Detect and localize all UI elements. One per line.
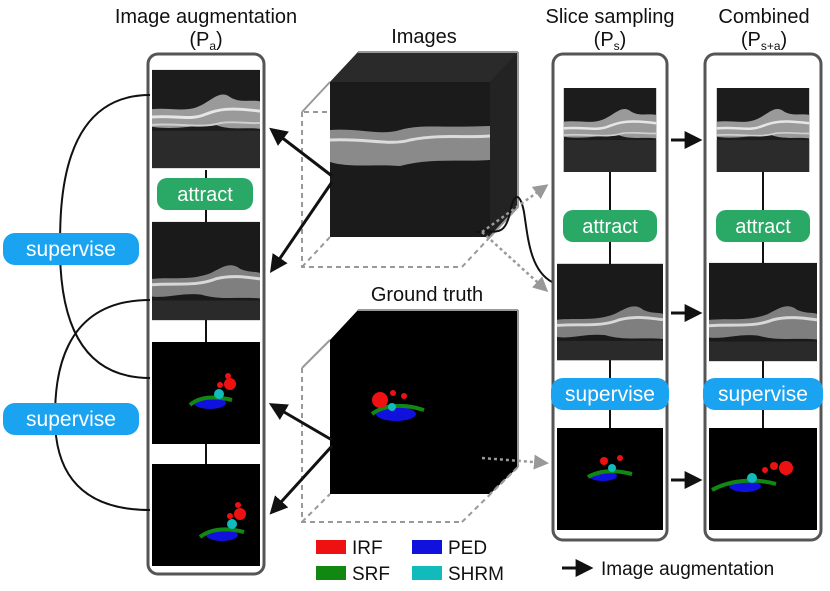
panel-slice-sampling [551,52,669,542]
param-close: ) [781,29,788,51]
attract-pill-combined-bg [716,210,810,242]
attract-pill-left: attract [157,178,253,210]
gt-mask-original [152,342,260,444]
header-combined-param: (Ps+a) [741,29,787,53]
attract-pill-combined: attract [716,210,810,242]
legend-item-shrm: SHRM [412,564,504,585]
aug-arrow-gt-top [268,403,333,442]
param-sub: s+a [761,39,781,53]
gt-mask-combined [709,428,817,530]
gt-mask-augmented [152,464,260,566]
legend-arrow-label: Image augmentation [601,559,774,580]
header-image-augmentation: Image augmentation (Pa) [115,6,297,53]
attract-pill-combined-label: attract [735,216,791,238]
param-close: ) [620,29,627,51]
legend-item-srf: SRF [316,564,390,585]
aug-arrow-gt-bottom [269,444,334,515]
supervise-pill-left-top: supervise [3,233,139,265]
header-combined: Combined (Ps+a) [718,6,809,53]
images-cube [301,51,519,268]
attract-pill-slice-bg [563,210,657,242]
legend: IRF PED SRF SHRM [316,538,504,585]
header-image-augmentation-param: (Pa) [189,29,222,53]
header-slice-sampling-param: (Ps) [594,29,627,53]
legend-swatch-srf [316,566,346,580]
legend-swatch-shrm [412,566,442,580]
supervise-pill-left-bottom: supervise [3,403,139,435]
legend-label-irf: IRF [352,538,383,559]
attract-pill-left-bg [157,178,253,210]
supervise-pill-left-top-bg [3,233,139,265]
header-slice-sampling-title: Slice sampling [546,6,675,28]
ground-truth-cube [301,309,519,523]
header-images: Images [391,26,457,48]
param-open: (P [189,29,209,51]
param-close: ) [216,29,223,51]
param-sub: s [614,39,620,53]
supervise-pill-combined-label: supervise [718,383,808,406]
legend-item-ped: PED [412,538,487,559]
param-sub: a [209,39,216,53]
supervise-pill-combined: supervise [703,378,823,410]
attract-pill-left-label: attract [177,184,233,206]
legend-arrow-item: Image augmentation [562,559,774,580]
supervise-pill-slice-label: supervise [565,383,655,406]
supervise-pill-left-bottom-label: supervise [26,408,116,431]
supervise-pill-slice: supervise [551,378,669,410]
param-open: (P [741,29,761,51]
header-combined-title: Combined [718,6,809,28]
supervise-pill-left-top-label: supervise [26,238,116,261]
header-ground-truth: Ground truth [371,284,483,306]
sampling-distribution-curve [475,196,553,283]
oct-slice-sampled-1 [562,88,658,172]
panel-combined [703,52,823,542]
legend-swatch-ped [412,540,442,554]
oct-slice-combined-2 [709,261,817,363]
legend-label-srf: SRF [352,564,390,585]
panel-image-augmentation [146,52,266,576]
aug-arrow-image-top [269,127,333,178]
header-slice-sampling: Slice sampling (Ps) [546,6,675,53]
oct-slice-combined-1 [715,88,811,172]
sampling-arrow-gt [481,454,549,470]
header-image-augmentation-title: Image augmentation [115,6,297,28]
supervise-pill-slice-bg [551,378,669,410]
sampling-arrow-top [481,184,549,234]
legend-label-ped: PED [448,538,487,559]
sampling-arrow-bottom [481,231,549,293]
gt-mask-sampled [557,428,663,530]
attract-pill-slice: attract [563,210,657,242]
attract-pill-slice-label: attract [582,216,638,238]
legend-swatch-irf [316,540,346,554]
supervise-pill-combined-bg [703,378,823,410]
param-open: (P [594,29,614,51]
oct-slice-original [152,68,260,170]
legend-item-irf: IRF [316,538,383,559]
supervise-pill-left-bottom-bg [3,403,139,435]
oct-slice-augmented [152,220,260,322]
oct-slice-sampled-2 [557,262,663,362]
legend-label-shrm: SHRM [448,564,504,585]
aug-arrow-image-bottom [269,181,334,273]
